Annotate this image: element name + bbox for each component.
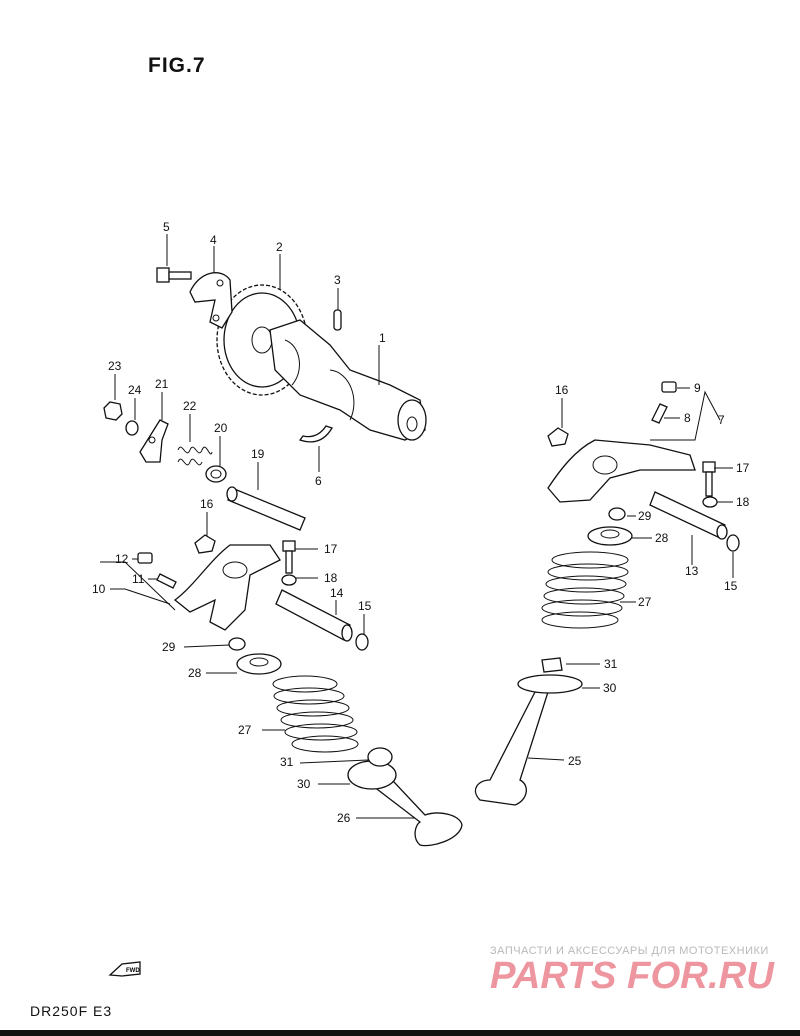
label-27b: 27	[238, 723, 252, 737]
figure-title: FIG.7	[148, 54, 206, 77]
label-14: 14	[330, 586, 344, 600]
label-17b: 17	[324, 542, 338, 556]
c-clip	[298, 425, 333, 443]
label-3: 3	[334, 273, 341, 287]
cotter-left	[228, 637, 246, 651]
label-30a: 30	[603, 681, 617, 695]
valve-spring-right	[541, 551, 629, 629]
rocker-arm-exhaust	[547, 439, 696, 503]
label-5: 5	[163, 220, 170, 234]
lock-nut	[661, 381, 677, 393]
label-28a: 28	[655, 531, 669, 545]
label-29a: 29	[638, 509, 652, 523]
bottom-border	[0, 1030, 800, 1036]
label-12: 12	[115, 552, 129, 566]
label-24: 24	[128, 383, 142, 397]
oil-seal-right	[541, 657, 563, 673]
spring-seat-right	[517, 674, 583, 694]
o-ring-left	[355, 633, 369, 651]
label-11: 11	[132, 572, 145, 586]
label-8: 8	[684, 411, 691, 425]
spring-seat-left	[347, 760, 397, 790]
exhaust-valve	[474, 691, 549, 806]
cotter-right	[608, 507, 626, 521]
decomp-lever	[139, 419, 169, 463]
rocker-arm-intake	[173, 544, 281, 631]
label-16a: 16	[555, 383, 569, 397]
label-6: 6	[315, 474, 322, 488]
shaft-plate-left	[194, 534, 216, 554]
bolt	[156, 267, 192, 283]
o-ring-right	[726, 534, 740, 552]
dowel-pin	[333, 309, 342, 331]
label-16b: 16	[200, 497, 214, 511]
watermark-tagline: ЗАПЧАСТИ И АКСЕССУАРЫ ДЛЯ МОТОТЕХНИКИ	[490, 945, 769, 957]
watermark-logo: PARTS FOR.RU	[490, 955, 776, 996]
shaft-plate-right	[547, 427, 569, 447]
label-25: 25	[568, 754, 582, 768]
label-29b: 29	[162, 640, 176, 654]
ring	[205, 465, 227, 483]
rocker-shaft-left	[275, 589, 353, 642]
label-15a: 15	[358, 599, 372, 613]
part-labels: 1 2 3 4 5 6 7 8 9 10 11 12 13 14 15 15 1…	[92, 220, 750, 825]
fwd-arrow-icon: FWD	[108, 961, 141, 977]
label-20: 20	[214, 421, 228, 435]
adjust-screw-left	[156, 573, 177, 589]
label-7: 7	[718, 413, 725, 427]
return-spring	[177, 446, 213, 466]
label-21: 21	[155, 377, 169, 391]
bolt-right	[702, 461, 716, 497]
label-31b: 31	[280, 755, 294, 769]
camshaft	[269, 319, 427, 441]
label-9: 9	[694, 381, 701, 395]
label-23: 23	[108, 359, 122, 373]
label-1: 1	[379, 331, 386, 345]
decomp-shaft	[226, 486, 306, 531]
cam-retainer-plate	[189, 272, 233, 329]
lock-nut-left	[137, 552, 153, 564]
label-2: 2	[276, 240, 283, 254]
nut-23	[103, 401, 123, 421]
rocker-shaft-right	[649, 491, 728, 540]
valve-spring-left	[272, 675, 359, 753]
label-18b: 18	[324, 571, 338, 585]
washer-24	[125, 420, 139, 436]
leader-lines	[100, 234, 734, 819]
label-13: 13	[685, 564, 699, 578]
watermark-logo-text: PARTS FOR.RU	[490, 955, 776, 996]
bolt-left	[282, 540, 296, 574]
washer-right	[702, 496, 718, 508]
label-17a: 17	[736, 461, 750, 475]
adjust-screw	[651, 403, 668, 424]
model-code: DR250F E3	[30, 1003, 113, 1019]
spring-retainer-left	[236, 653, 282, 675]
label-30b: 30	[297, 777, 311, 791]
spring-retainer-right	[587, 526, 633, 546]
fwd-label: FWD	[126, 968, 140, 974]
label-18a: 18	[736, 495, 750, 509]
label-4: 4	[210, 233, 217, 247]
label-28b: 28	[188, 666, 202, 680]
oil-seal-left	[367, 747, 393, 767]
label-22: 22	[183, 399, 197, 413]
washer-left	[281, 574, 297, 586]
label-27a: 27	[638, 595, 652, 609]
label-31a: 31	[604, 657, 618, 671]
label-19: 19	[251, 447, 265, 461]
label-15b: 15	[724, 579, 738, 593]
label-10: 10	[92, 582, 106, 596]
label-26: 26	[337, 811, 351, 825]
